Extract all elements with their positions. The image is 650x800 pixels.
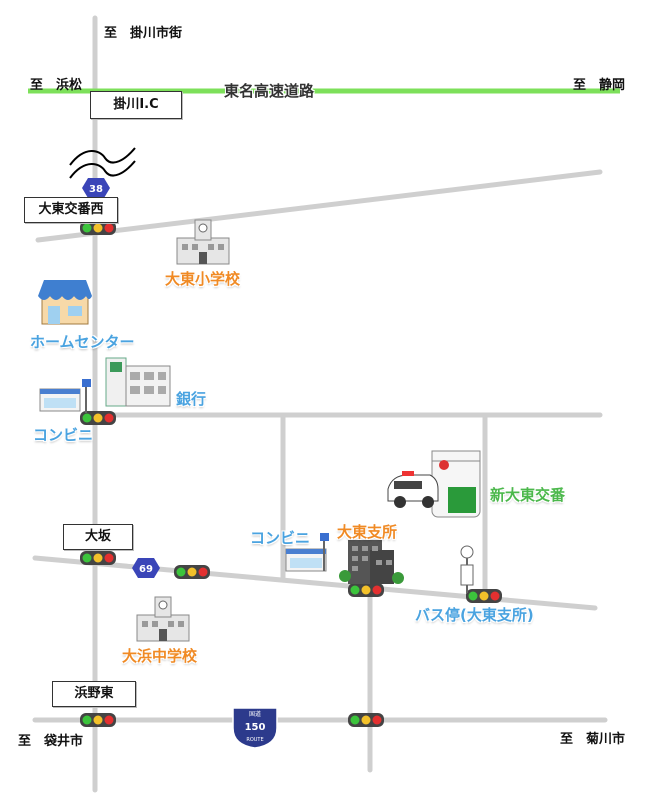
traffic-light-icon	[174, 565, 210, 579]
river-icon	[69, 147, 136, 166]
poi-bank: 銀行	[176, 390, 207, 408]
traffic-light-icon	[466, 589, 502, 603]
route-69-shield: 69	[132, 558, 160, 578]
bank-icon	[105, 357, 171, 407]
intersection-daito-koban-nishi: 大東交番西	[24, 197, 118, 223]
poi-convenience-2: コンビニ	[250, 529, 311, 547]
office-building-icon	[339, 540, 404, 584]
svg-text:38: 38	[89, 184, 103, 195]
expressway-label: 東名高速道路	[224, 82, 315, 100]
poi-home-center: ホームセンター	[30, 333, 135, 351]
direction-west-top: 至 浜松	[30, 78, 83, 93]
traffic-signals	[80, 221, 502, 727]
poi-new-daito-koban: 新大東交番	[490, 486, 566, 504]
direction-east-top: 至 静岡	[573, 78, 626, 93]
upper-diagonal-road	[35, 169, 603, 243]
route-150-shield: 国道 150 ROUTE	[232, 707, 278, 749]
svg-text:69: 69	[139, 564, 153, 575]
traffic-light-icon	[80, 713, 116, 727]
traffic-light-icon	[80, 551, 116, 565]
direction-north: 至 掛川市街	[104, 26, 183, 41]
convenience-store-icon	[285, 533, 329, 572]
traffic-light-icon	[80, 221, 116, 235]
interchange-label: 掛川I.C	[90, 91, 182, 119]
lower-diagonal-road	[32, 555, 598, 611]
bus-stop-icon	[460, 545, 474, 593]
school-icon	[136, 596, 190, 642]
route-38-shield: 38	[82, 178, 110, 198]
poi-daito-elementary: 大東小学校	[165, 270, 241, 288]
direction-east-bottom: 至 菊川市	[560, 732, 626, 747]
intersection-osaka: 大坂	[63, 524, 133, 550]
traffic-light-icon	[348, 713, 384, 727]
poi-bus-stop: バス停(大東支所)	[415, 606, 534, 624]
store-icon	[38, 280, 92, 325]
poi-ohama-junior-high: 大浜中学校	[122, 647, 198, 665]
traffic-light-icon	[348, 583, 384, 597]
police-box-icon	[387, 450, 481, 518]
school-icon	[176, 219, 230, 265]
svg-text:ROUTE: ROUTE	[246, 737, 263, 743]
convenience-store-icon	[39, 379, 91, 413]
road-network	[32, 15, 608, 793]
svg-text:150: 150	[245, 722, 266, 733]
poi-convenience-1: コンビニ	[33, 426, 94, 444]
intersection-hamano-higashi: 浜野東	[52, 681, 136, 707]
svg-text:国道: 国道	[249, 710, 261, 718]
traffic-light-icon	[80, 411, 116, 425]
poi-daito-branch: 大東支所	[337, 523, 398, 541]
direction-west-bottom: 至 袋井市	[18, 734, 84, 749]
